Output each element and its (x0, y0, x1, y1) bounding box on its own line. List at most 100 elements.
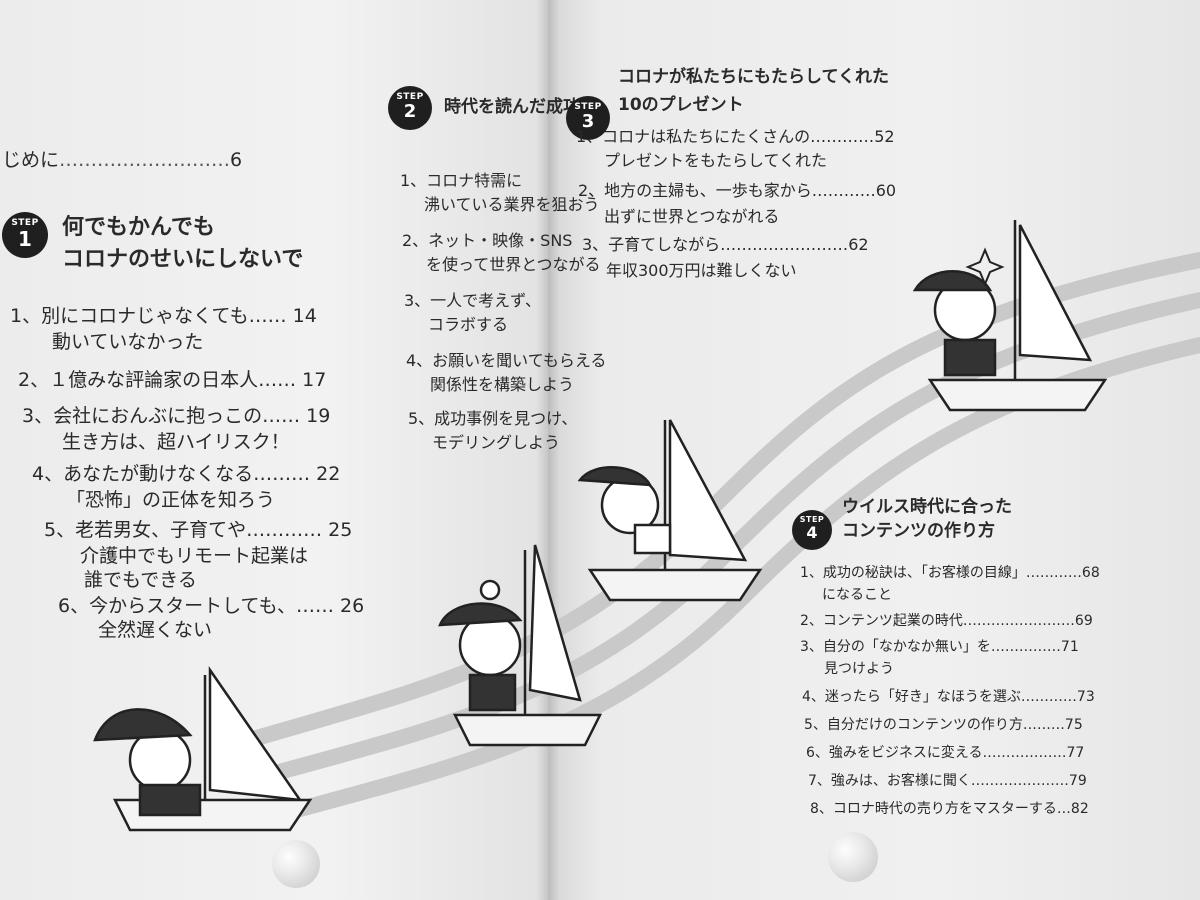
step4-item3-line2: 見つけよう (824, 661, 894, 677)
step3-title-line1: コロナが私たちにもたらしてくれた (618, 67, 889, 87)
boat-scared (93, 665, 313, 832)
step1-item3-text: 3、会社におんぶに抱っこの…… (22, 405, 301, 427)
step4-badge-label: STEP (799, 515, 825, 524)
left-page (0, 0, 548, 900)
step4-item5: 5、自分だけのコンテンツの作り方………75 (804, 716, 1083, 735)
step3-badge: STEP 3 (566, 96, 610, 140)
step1-item6-text: 6、今からスタートしても、…… (58, 595, 334, 617)
step1-item5-line3: 誰でもできる (84, 569, 197, 591)
glass-holder-right (828, 832, 878, 882)
step3-badge-label: STEP (574, 102, 602, 112)
book-gutter (536, 0, 560, 900)
step2-item2: 2、ネット・映像・SNS (402, 231, 573, 250)
step2-item3-line2: コラボする (428, 315, 509, 334)
step4-item6: 6、強みをビジネスに変える………………77 (806, 744, 1084, 763)
intro-page: 6 (230, 149, 243, 171)
step4-item1-line2: になること (822, 587, 892, 603)
step1-title-line2: コロナのせいにしないで (62, 247, 304, 272)
step4-item3: 3、自分の「なかなか無い」を……………71 (800, 638, 1079, 657)
step4-item2-page: 69 (1074, 613, 1093, 629)
step1-item4: 4、あなたが動けなくなる……… 22 (32, 462, 340, 488)
step3-item2-text: 2、地方の主婦も、一歩も家から………… (578, 181, 876, 200)
step2-item1-line2: 沸いている業界を狙おう (424, 195, 600, 214)
step4-item4-page: 73 (1076, 689, 1095, 705)
glass-holder-left (272, 840, 320, 888)
step2-badge-label: STEP (396, 92, 424, 102)
step1-item3-line2: 生き方は、超ハイリスク！ (62, 431, 290, 453)
right-page (548, 0, 1200, 900)
step4-item5-page: 75 (1064, 717, 1083, 733)
step1-item2: 2、１億みな評論家の日本人…… 17 (18, 368, 326, 394)
step4-badge-number: 4 (806, 523, 818, 542)
step3-item3-page: 62 (848, 235, 869, 254)
step1-item4-page: 22 (316, 463, 341, 485)
step1-item3: 3、会社におんぶに抱っこの…… 19 (22, 404, 330, 430)
step2-badge: STEP 2 (388, 86, 432, 130)
step1-item5: 5、老若男女、子育てや………… 25 (44, 518, 352, 544)
step1-item1-line2: 動いていなかった (52, 331, 204, 353)
step4-item7-text: 7、強みは、お客様に聞く………………… (808, 773, 1069, 789)
step2-item5-line2: モデリングしよう (432, 433, 561, 452)
step1-item5-page: 25 (328, 519, 353, 541)
intro-label: じめに (2, 149, 60, 171)
step4-item8-text: 8、コロナ時代の売り方をマスターする… (810, 801, 1071, 817)
step4-item1: 1、成功の秘訣は、「お客様の目線」…………68 (800, 564, 1100, 583)
step3-item1-page: 52 (874, 127, 895, 146)
sparkle-icon (965, 247, 1005, 287)
step4-item3-text: 3、自分の「なかなか無い」を…………… (800, 639, 1061, 655)
step1-item2-text: 2、１億みな評論家の日本人…… (18, 369, 297, 391)
step1-badge-number: 1 (18, 227, 32, 251)
step3-badge-number: 3 (581, 111, 595, 132)
step4-item6-text: 6、強みをビジネスに変える……………… (806, 745, 1067, 761)
step4-title-line2: コンテンツの作り方 (842, 521, 995, 541)
step3-item3-line2: 年収300万円は難しくない (606, 261, 797, 280)
step1-badge-label: STEP (11, 218, 39, 228)
step1-item6-page: 26 (340, 595, 365, 617)
step2-item2-line2: を使って世界とつながる (426, 255, 601, 274)
step4-item3-page: 71 (1060, 639, 1079, 655)
step3-title-line2: 10のプレゼント (618, 95, 744, 115)
intro-entry: じめに………………………6 (2, 148, 242, 174)
step3-item1: 1、コロナは私たちにたくさんの…………52 (576, 126, 895, 148)
step4-item5-text: 5、自分だけのコンテンツの作り方……… (804, 717, 1065, 733)
step1-item4-line2: 「恐怖」の正体を知ろう (66, 489, 276, 511)
step3-item3: 3、子育てしながら……………………62 (582, 234, 869, 256)
step4-item6-page: 77 (1066, 745, 1085, 761)
step4-item8: 8、コロナ時代の売り方をマスターする…82 (810, 800, 1089, 819)
step3-item1-text: 1、コロナは私たちにたくさんの………… (576, 127, 875, 146)
step4-badge: STEP 4 (792, 510, 832, 550)
step2-title: 時代を読んだ成功 (444, 97, 580, 117)
step4-item7: 7、強みは、お客様に聞く…………………79 (808, 772, 1087, 791)
step2-item1: 1、コロナ特需に (400, 171, 523, 190)
step4-item4-text: 4、迷ったら「好き」なほうを選ぶ………… (802, 689, 1077, 705)
step1-title-line1: 何でもかんでも (62, 215, 215, 240)
step2-item4-line2: 関係性を構築しよう (430, 375, 575, 394)
step3-item3-text: 3、子育てしながら…………………… (582, 235, 849, 254)
step3-item2-line2: 出ずに世界とつながれる (604, 207, 780, 226)
step4-item2-text: 2、コンテンツ起業の時代…………………… (800, 613, 1075, 629)
boat-determined (912, 220, 1108, 412)
boat-present (577, 419, 763, 602)
step2-item4: 4、お願いを聞いてもらえる (406, 351, 607, 370)
step2-badge-number: 2 (403, 101, 417, 122)
step4-item7-page: 79 (1068, 773, 1087, 789)
step1-item1-page: 14 (292, 305, 317, 327)
step1-item4-text: 4、あなたが動けなくなる……… (32, 463, 311, 485)
step1-item6: 6、今からスタートしても、…… 26 (58, 594, 364, 620)
step1-item2-page: 17 (302, 369, 327, 391)
step4-item4: 4、迷ったら「好き」なほうを選ぶ…………73 (802, 688, 1095, 707)
step1-badge: STEP 1 (2, 212, 48, 258)
step4-item2: 2、コンテンツ起業の時代……………………69 (800, 612, 1093, 631)
step1-item6-line2: 全然遅くない (98, 619, 213, 641)
step2-item3: 3、一人で考えず、 (404, 291, 542, 310)
step1-item3-page: 19 (306, 405, 331, 427)
step3-item1-line2: プレゼントをもたらしてくれた (604, 151, 828, 170)
step1-item1-text: 1、別にコロナじゃなくても…… (10, 305, 287, 327)
step3-item2: 2、地方の主婦も、一歩も家から…………60 (578, 180, 896, 202)
step4-item1-text: 1、成功の秘訣は、「お客様の目線」………… (800, 565, 1082, 581)
step2-item5: 5、成功事例を見つけ、 (408, 409, 578, 428)
step1-item5-text: 5、老若男女、子育てや………… (44, 519, 323, 541)
step4-item8-page: 82 (1070, 801, 1089, 817)
intro-leader: ……………………… (59, 149, 231, 171)
